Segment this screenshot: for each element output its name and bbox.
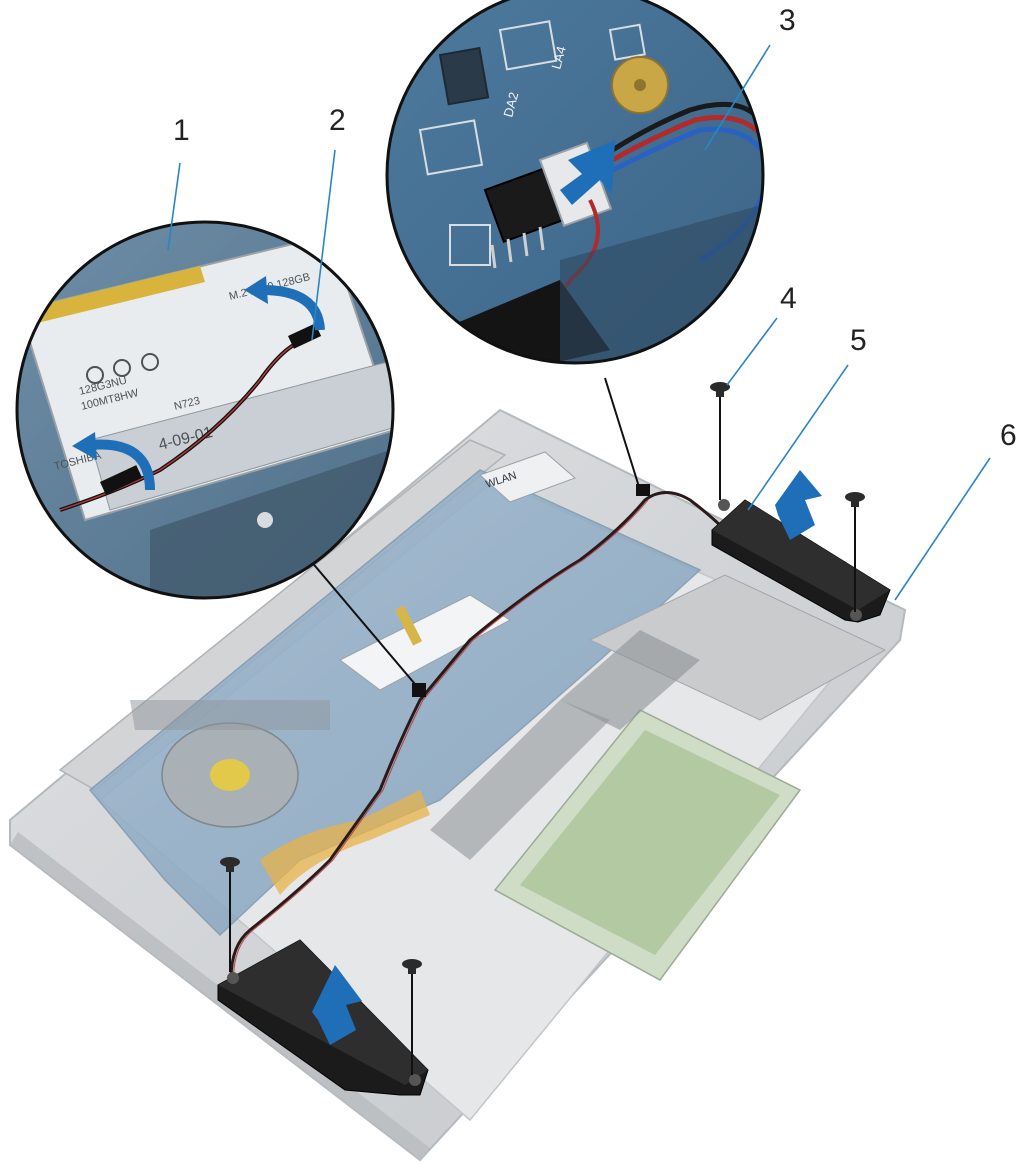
lift-arrow-icon <box>775 470 822 540</box>
zoom-pointer-right <box>604 377 641 491</box>
callout-4-leader <box>726 317 778 386</box>
screw-icon <box>845 492 865 612</box>
speaker-cable <box>229 491 727 1003</box>
wlan-card: WLAN <box>479 451 576 503</box>
zoom-circle-ssd: 128G3NU 100MT8HW TOSHIBA N723 4-09-01 M.… <box>15 220 395 600</box>
callout-1: 1 <box>173 114 190 147</box>
callout-3: 3 <box>779 4 796 37</box>
ssd-card <box>339 594 511 691</box>
right-speaker <box>711 499 891 623</box>
callout-2: 2 <box>329 104 346 137</box>
screw-icon <box>710 382 730 500</box>
screw-icon <box>220 857 240 972</box>
callout-4: 4 <box>780 282 797 315</box>
fan <box>130 700 330 828</box>
lift-arrow-icon <box>312 965 362 1045</box>
zoom-pointer-left <box>309 559 421 691</box>
callout-3-leader <box>704 44 771 151</box>
touchpad-area <box>493 574 887 981</box>
zoom-circle-connector: LA4 DA2 <box>385 0 765 365</box>
callout-6: 6 <box>1000 419 1017 452</box>
callout-5-leader <box>747 364 849 511</box>
da2-label: DA2 <box>500 90 521 118</box>
callout-6-leader <box>894 457 991 601</box>
callout-5: 5 <box>850 324 867 357</box>
screw-icon <box>402 959 422 1075</box>
motherboard: WLAN <box>88 451 702 937</box>
callout-2-leader <box>311 149 336 341</box>
callout-1-leader <box>167 162 181 251</box>
la4-label: LA4 <box>548 45 568 71</box>
